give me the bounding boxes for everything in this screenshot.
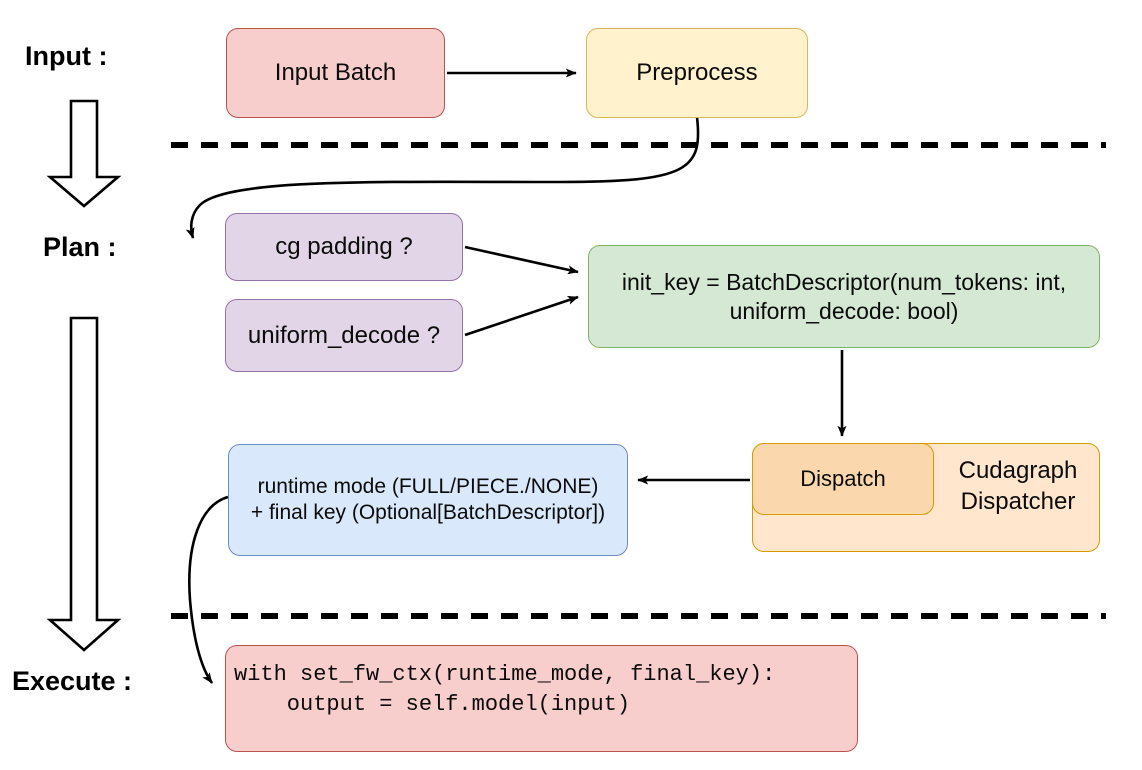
node-preprocess-label: Preprocess	[636, 59, 758, 87]
node-uniform-decode-label: uniform_decode ?	[247, 321, 441, 349]
node-init-key[interactable]: init_key = BatchDescriptor(num_tokens: i…	[588, 245, 1100, 348]
node-init-key-line-1: init_key = BatchDescriptor(num_tokens: i…	[621, 269, 1067, 296]
edge-preprocess-to-cg-padding	[185, 116, 700, 239]
plan-to-execute-arrow	[46, 316, 122, 652]
node-runtime-mode-line-2: + final key (Optional[BatchDescriptor])	[250, 501, 606, 524]
node-uniform-decode[interactable]: uniform_decode ?	[225, 299, 463, 372]
node-preprocess[interactable]: Preprocess	[586, 28, 808, 118]
node-init-key-line-2: uniform_decode: bool)	[729, 297, 959, 324]
node-dispatch[interactable]: Dispatch	[752, 443, 934, 515]
node-execute-code-line-1: with set_fw_ctx(runtime_mode, final_key)…	[234, 662, 776, 687]
node-runtime-mode-line-1: runtime mode (FULL/PIECE./NONE)	[257, 475, 599, 499]
node-input-batch[interactable]: Input Batch	[226, 28, 445, 118]
edge-cg-padding-to-init-key	[464, 245, 579, 275]
node-cg-padding-label: cg padding ?	[275, 233, 413, 261]
stage-label-input: Input :	[25, 41, 108, 71]
edge-uniform-decode-to-init-key	[464, 295, 579, 337]
node-cg-padding[interactable]: cg padding ?	[225, 213, 463, 281]
node-input-batch-label: Input Batch	[274, 59, 397, 87]
node-dispatch-label: Dispatch	[800, 465, 886, 491]
node-runtime-mode[interactable]: runtime mode (FULL/PIECE./NONE) + final …	[228, 444, 628, 556]
node-cudagraph-dispatcher-label: Cudagraph Dispatcher	[958, 457, 1078, 515]
input-to-plan-arrow	[46, 99, 122, 208]
edge-runtime-mode-to-execute-code	[188, 495, 229, 684]
node-execute-code-line-2: output = self.model(input)	[234, 692, 631, 718]
stage-label-plan: Plan :	[43, 232, 117, 262]
node-execute-code[interactable]: with set_fw_ctx(runtime_mode, final_key)…	[225, 645, 858, 752]
stage-label-execute: Execute :	[12, 666, 133, 696]
